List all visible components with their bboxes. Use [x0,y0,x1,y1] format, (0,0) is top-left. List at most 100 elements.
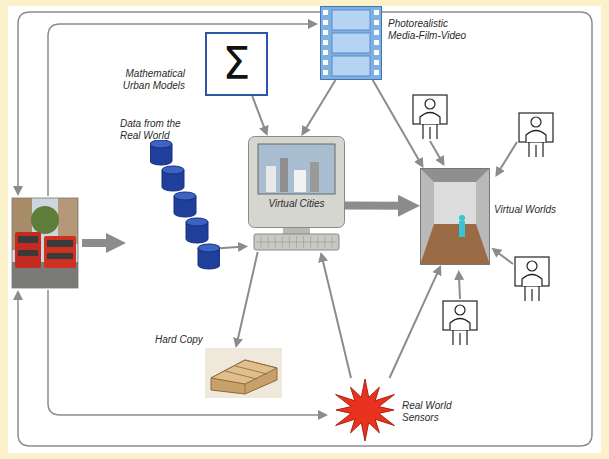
database-top [162,166,184,174]
outer-loop [18,12,592,230]
symbol-text: Σ [223,42,251,86]
node-label: Data from the Real World [120,118,181,141]
monitor [249,137,345,228]
film-hole [374,40,379,45]
scene-floor [420,224,490,265]
film-node: Photorealistic Media-Film-Video [320,6,382,80]
film-hole [323,60,328,65]
user-arrow [430,141,441,160]
label-box: Virtual Worlds [494,204,556,216]
hard-icon [205,348,282,398]
flow-arrow [305,80,336,130]
scene-frame [421,169,490,265]
label-box: Hard Copy [155,334,203,346]
keyboard-key [256,242,337,243]
film-hole [323,70,328,75]
users [413,95,553,345]
model-ground [205,348,282,398]
photo-bus-window [18,236,38,243]
photo-sky [12,198,78,288]
node-label: Virtual Cities [269,198,325,209]
monitor-stand [283,228,310,234]
label-box: Mathematical Urban Models [115,68,185,92]
computer-node: Virtual Cities [248,136,345,252]
input-arrow [82,239,112,247]
vw-icon [420,168,490,265]
node-label: Virtual Worlds [494,204,556,215]
scene-wall [434,182,476,224]
photo-bus-window [47,240,73,247]
film-hole [323,30,328,35]
db-node: Data from the Real World [150,140,220,272]
node-label: Real World Sensors [402,400,451,423]
flow-arrow [252,96,265,129]
film-strip [321,7,382,80]
film-frame [332,56,370,76]
photo-bus [44,236,76,268]
film-hole [374,50,379,55]
database-top [198,244,220,252]
flow-arrow [322,259,351,378]
screen-building [310,162,319,192]
label-box: Virtual Cities [248,198,345,210]
white-panel [8,6,601,453]
model-top [211,360,277,384]
user-arrow [497,252,513,264]
user-arrows [430,141,517,299]
model-block [211,360,277,394]
user-icon [515,257,549,301]
film-frame [332,33,370,53]
burst-node: Real World Sensors [330,378,400,442]
label-box: Data from the Real World [120,118,192,142]
burst-icon [330,378,400,442]
model-lines [225,366,267,394]
user-icon [443,301,477,345]
film-hole [374,70,379,75]
db-icon [150,140,220,272]
user-icon [519,113,553,157]
database-top [174,192,196,200]
flow-arrow [390,271,439,378]
photo-frame [12,198,78,288]
film-hole [323,20,328,25]
inner-loop [48,290,321,415]
inner-loop [48,24,311,196]
film-hole [323,10,328,15]
film-hole [323,40,328,45]
flow-arrow [220,247,241,249]
scene-ground [420,168,490,265]
computer-icon [248,136,345,252]
feedback-loops [18,12,592,446]
screen-building [266,166,276,192]
flow-arrow [345,202,405,210]
database-top [150,140,172,148]
screen-building [294,170,306,192]
film-icon [320,6,382,80]
label-box: Σ [207,34,266,94]
sigma-node: ΣMathematical Urban Models [205,32,268,96]
film-hole [374,10,379,15]
hard-node: Hard Copy [205,348,282,398]
node-label: Mathematical Urban Models [123,68,185,91]
user-icon [413,95,447,139]
label-box: Photorealistic Media-Film-Video [388,18,478,42]
photo-bus-window [47,253,73,259]
flow-arrow [237,252,257,341]
vw-node: Virtual Worlds [420,168,490,265]
screen-building [280,158,288,192]
avatar-body [459,221,465,237]
node-label: Hard Copy [155,334,203,345]
sensor-burst [336,379,395,441]
user-arrow [499,142,517,171]
keyboard [254,234,339,250]
film-hole [323,50,328,55]
film-hole [374,60,379,65]
node-label: Photorealistic Media-Film-Video [388,18,466,41]
film-frame [332,10,370,30]
database-top [186,218,208,226]
photo-bus-window [18,250,38,256]
label-box: Real World Sensors [402,400,462,424]
street-photo [12,198,78,288]
